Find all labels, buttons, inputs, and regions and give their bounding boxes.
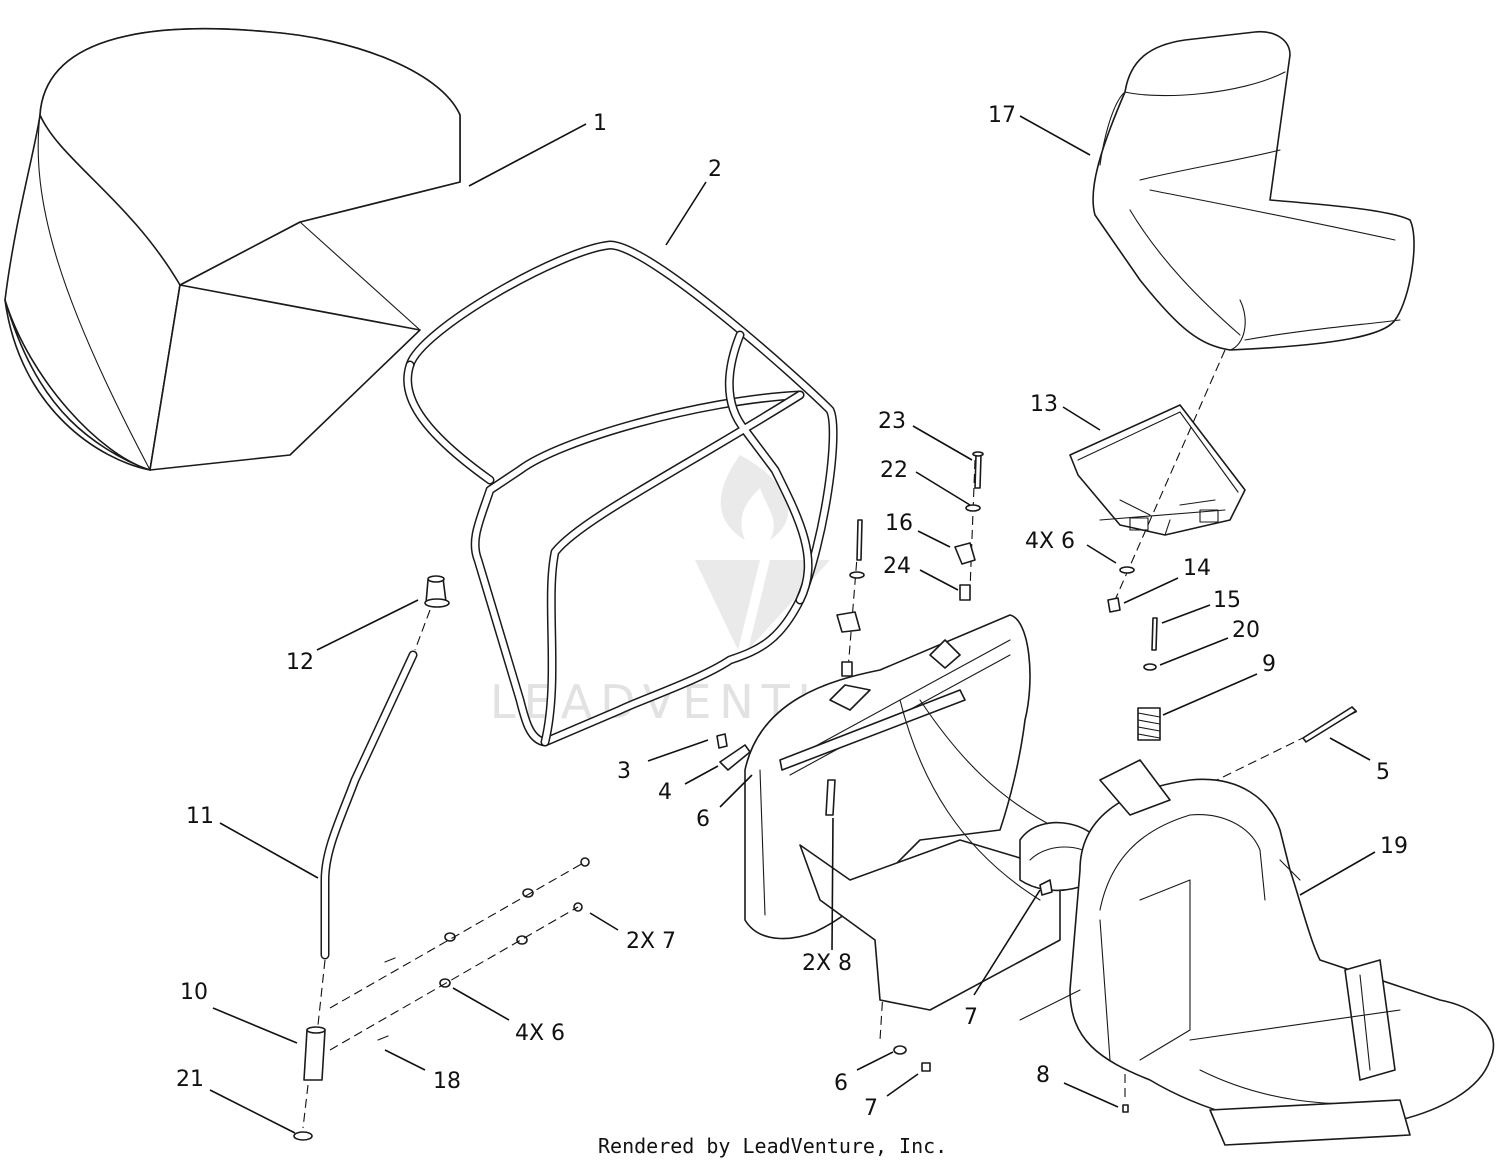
callout-6-mid: 6 xyxy=(696,807,710,832)
callout-8: 8 xyxy=(1036,1063,1050,1088)
callout-1: 1 xyxy=(593,111,607,136)
callout-20: 20 xyxy=(1232,618,1260,643)
callout-11: 11 xyxy=(186,804,214,829)
part-1-bag-cover xyxy=(4,27,461,471)
callout-7-bottom: 7 xyxy=(864,1096,878,1121)
callout-17: 17 xyxy=(988,103,1016,128)
part-2-bag-frame xyxy=(403,240,838,747)
callout-4x6-top: 4X 6 xyxy=(1025,529,1075,554)
hardware-seat-mount xyxy=(1107,566,1357,743)
part-11-rod xyxy=(320,650,418,960)
callout-24: 24 xyxy=(883,554,911,579)
callout-12: 12 xyxy=(286,650,314,675)
callout-6-bottom: 6 xyxy=(834,1071,848,1096)
part-12-cap xyxy=(424,575,450,608)
callout-15: 15 xyxy=(1213,588,1241,613)
callout-18: 18 xyxy=(433,1069,461,1094)
callout-4: 4 xyxy=(658,780,672,805)
callout-21: 21 xyxy=(176,1067,204,1092)
callout-2x8: 2X 8 xyxy=(802,951,852,976)
footer-credit: Rendered by LeadVenture, Inc. xyxy=(598,1134,947,1158)
leader-lines xyxy=(209,115,1376,1134)
part-17-seat xyxy=(1092,30,1415,351)
alignment-lines xyxy=(302,349,1361,1129)
hardware-stack-top xyxy=(836,451,984,677)
callout-23: 23 xyxy=(878,409,906,434)
callout-10: 10 xyxy=(180,980,208,1005)
callout-22: 22 xyxy=(880,458,908,483)
callout-4x6-bottom: 4X 6 xyxy=(515,1021,565,1046)
watermark-logo xyxy=(695,455,830,650)
callout-19: 19 xyxy=(1380,834,1408,859)
hardware-bottom xyxy=(825,779,1129,1113)
callout-7-mid: 7 xyxy=(964,1005,978,1030)
callout-labels: 1 2 17 13 23 22 16 24 4X 6 14 15 20 9 5 … xyxy=(176,103,1408,1121)
callout-9: 9 xyxy=(1262,652,1276,677)
part-13-seat-plate xyxy=(1069,404,1246,536)
callout-3: 3 xyxy=(617,759,631,784)
part-19-chassis xyxy=(744,614,1495,1146)
callout-5: 5 xyxy=(1376,760,1390,785)
hardware-washers-left xyxy=(377,857,590,1041)
part-10-tube xyxy=(303,1026,326,1081)
callout-14: 14 xyxy=(1183,556,1211,581)
callout-16: 16 xyxy=(885,511,913,536)
part-21-washer xyxy=(293,1131,313,1141)
callout-2: 2 xyxy=(708,157,722,182)
callout-13: 13 xyxy=(1030,392,1058,417)
callout-2x7: 2X 7 xyxy=(626,929,676,954)
